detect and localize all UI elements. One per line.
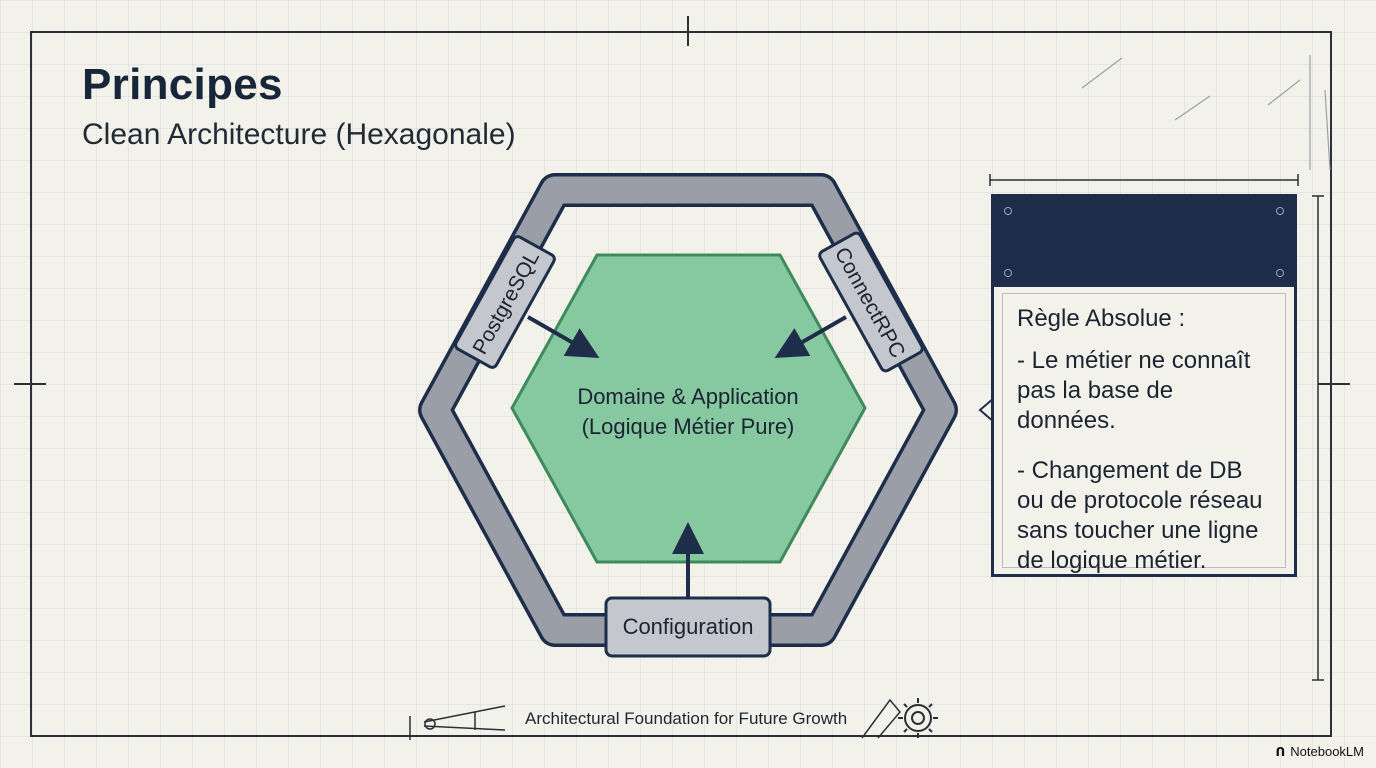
footer-caption: Architectural Foundation for Future Grow…: [525, 709, 848, 728]
arrow-connectrpc-to-core: [774, 315, 847, 358]
callout-rule-2: - Changement de DB ou de protocole résea…: [1017, 457, 1263, 574]
notebooklm-logo-icon: ᑎ: [1275, 744, 1286, 759]
screw-dot: [1276, 207, 1284, 215]
adapter-postgresql: PostgreSQL: [454, 235, 556, 369]
core-label-line1: Domaine & Application: [577, 384, 798, 409]
frame-tick-marks: [14, 16, 1350, 385]
adapter-configuration-label: Configuration: [623, 614, 754, 639]
page-subtitle: Clean Architecture (Hexagonale): [82, 118, 516, 151]
sketch-hatches: [1081, 55, 1331, 171]
callout-header-band: [994, 197, 1294, 287]
screw-dot: [1004, 269, 1012, 277]
dimension-lines: [989, 174, 1324, 681]
arrow-postgresql-to-core: [527, 315, 600, 358]
dependency-arrows: [527, 315, 847, 600]
screw-dot: [1276, 269, 1284, 277]
page-title: Principes: [82, 60, 283, 109]
gear-icon: [898, 698, 938, 738]
callout-body: Règle Absolue : - Le métier ne connaît p…: [1002, 293, 1286, 574]
ruler-square-icon: [861, 698, 901, 739]
notebooklm-watermark: ᑎ NotebookLM: [1276, 744, 1364, 759]
core-label-line2: (Logique Métier Pure): [582, 414, 795, 439]
compass-icon: [423, 705, 506, 731]
watermark-label: NotebookLM: [1290, 744, 1364, 759]
callout-heading: Règle Absolue :: [1017, 305, 1186, 332]
screw-dot: [1004, 207, 1012, 215]
callout-rule-1: - Le métier ne connaît pas la base de do…: [1017, 347, 1251, 434]
rule-callout: Règle Absolue : - Le métier ne connaît p…: [991, 194, 1297, 577]
adapter-configuration: Configuration: [604, 596, 772, 658]
